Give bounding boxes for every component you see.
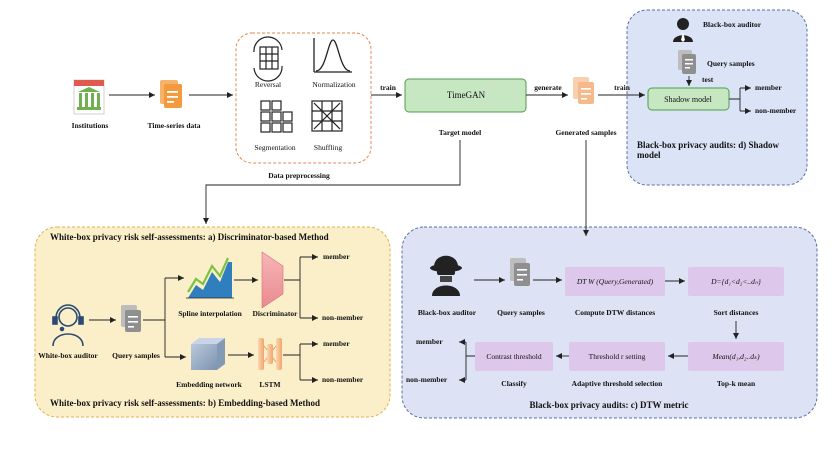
embedding-label: Embedding network (176, 380, 242, 389)
discriminator-label: Discriminator (252, 309, 298, 318)
dtw-threshold-box (569, 342, 665, 371)
arrow-disc-outputs (284, 257, 301, 318)
reversal-label: Reversal (254, 80, 282, 89)
shadow-query-file-icon (678, 50, 696, 74)
dtw-sort-box-text: D={d₁<d₂<..dₙ} (711, 277, 761, 286)
reversal-icon (253, 36, 283, 82)
time-series-label: Time-series data (147, 121, 201, 130)
generated-samples-icon (573, 77, 594, 104)
whitebox-query-label: Query samples (112, 351, 160, 360)
shadow-member-label: member (755, 83, 782, 92)
dtw-spy-icon (430, 255, 462, 296)
wb-member-a: member (323, 252, 350, 261)
dtw-query-label: Query samples (497, 308, 545, 317)
dtw-classify-label: Classify (501, 379, 527, 388)
dtw-nonmember-label: non-member (406, 375, 448, 384)
arrow-target-to-whitebox (203, 140, 461, 224)
discriminator-shape (261, 251, 284, 309)
spline-chart-icon (186, 257, 234, 299)
dtw-contrast-box-text: Contrast threshold (486, 352, 542, 361)
wb-nonmember-b: non-member (322, 375, 364, 384)
shuffling-label: Shuffling (313, 143, 343, 152)
normalization-label: Normalization (312, 80, 356, 89)
dtw-auditor-label: Black-box auditor (417, 308, 477, 317)
wb-member-b: member (323, 339, 350, 348)
wb-nonmember-a: non-member (322, 313, 364, 322)
arrow-shadow-outputs (729, 87, 750, 112)
preprocessing-title: Data preprocessing (268, 171, 330, 180)
whitebox-panel (34, 226, 391, 418)
dtw-panel (401, 226, 818, 419)
shadow-caption: Black-box privacy audits: d) Shadow mode… (637, 140, 780, 161)
shuffling-icon (311, 100, 343, 132)
timegan-box (404, 78, 527, 113)
shadow-model-label: Shadow model (664, 95, 712, 104)
shadow-auditor-label: Black-box auditor (703, 20, 762, 29)
lstm-label: LSTM (259, 380, 281, 389)
target-model-label: Target model (438, 128, 482, 137)
generate-label: generate (534, 83, 562, 92)
whitebox-title-a: White-box privacy risk self-assessments:… (50, 232, 329, 242)
embedding-cube-icon (191, 338, 225, 370)
lstm-icon (258, 338, 282, 370)
normalization-icon (313, 38, 352, 73)
timegan-label: TimeGAN (446, 90, 486, 100)
dtw-compute-label: Compute DTW distances (574, 308, 656, 317)
whitebox-auditor-label: White-box auditor (38, 351, 98, 360)
shadow-query-label: Query samples (707, 59, 755, 68)
time-series-file-icon (160, 80, 182, 108)
train-label-1: train (380, 83, 396, 92)
dtw-mean-box-text: Mean(d₁,d₂..dₖ) (712, 352, 760, 361)
dtw-sort-box (688, 267, 784, 296)
arrow-contrast-outputs (465, 342, 475, 380)
dtw-compute-box-text: DT W (Query,Generated) (576, 277, 654, 286)
dtw-caption: Black-box privacy audits: c) DTW metric (529, 400, 689, 410)
shadow-test-label: test (702, 75, 714, 84)
dtw-query-file-icon (510, 258, 530, 286)
generated-samples-label: Generated samples (555, 128, 617, 137)
segmentation-label: Segmentation (254, 143, 296, 152)
institutions-label: Institutions (71, 121, 109, 130)
dtw-sort-label: Sort distances (713, 308, 759, 317)
institution-icon (73, 79, 105, 115)
whitebox-title-b: White-box privacy risk self-assessments:… (50, 398, 321, 408)
train-label-2: train (614, 83, 630, 92)
whitebox-auditor-icon (52, 304, 84, 347)
arrow-lstm-outputs (283, 344, 301, 380)
arrow-wb-query-split (143, 278, 166, 357)
shadow-auditor-icon (673, 18, 693, 42)
segmentation-icon (260, 100, 293, 133)
dtw-mean-box (688, 342, 784, 371)
dtw-threshold-box-text: Threshold r setting (588, 352, 646, 361)
dtw-adaptive-label: Adaptive threshold selection (571, 379, 663, 388)
shadow-nonmember-label: non-member (755, 106, 797, 115)
dtw-topk-label: Top-k mean (716, 379, 756, 388)
dtw-compute-box (565, 267, 665, 296)
whitebox-query-file-icon (121, 305, 141, 332)
spline-label: Spline interpolation (178, 309, 242, 318)
dtw-member-label: member (416, 337, 443, 346)
dtw-contrast-box (475, 342, 553, 371)
